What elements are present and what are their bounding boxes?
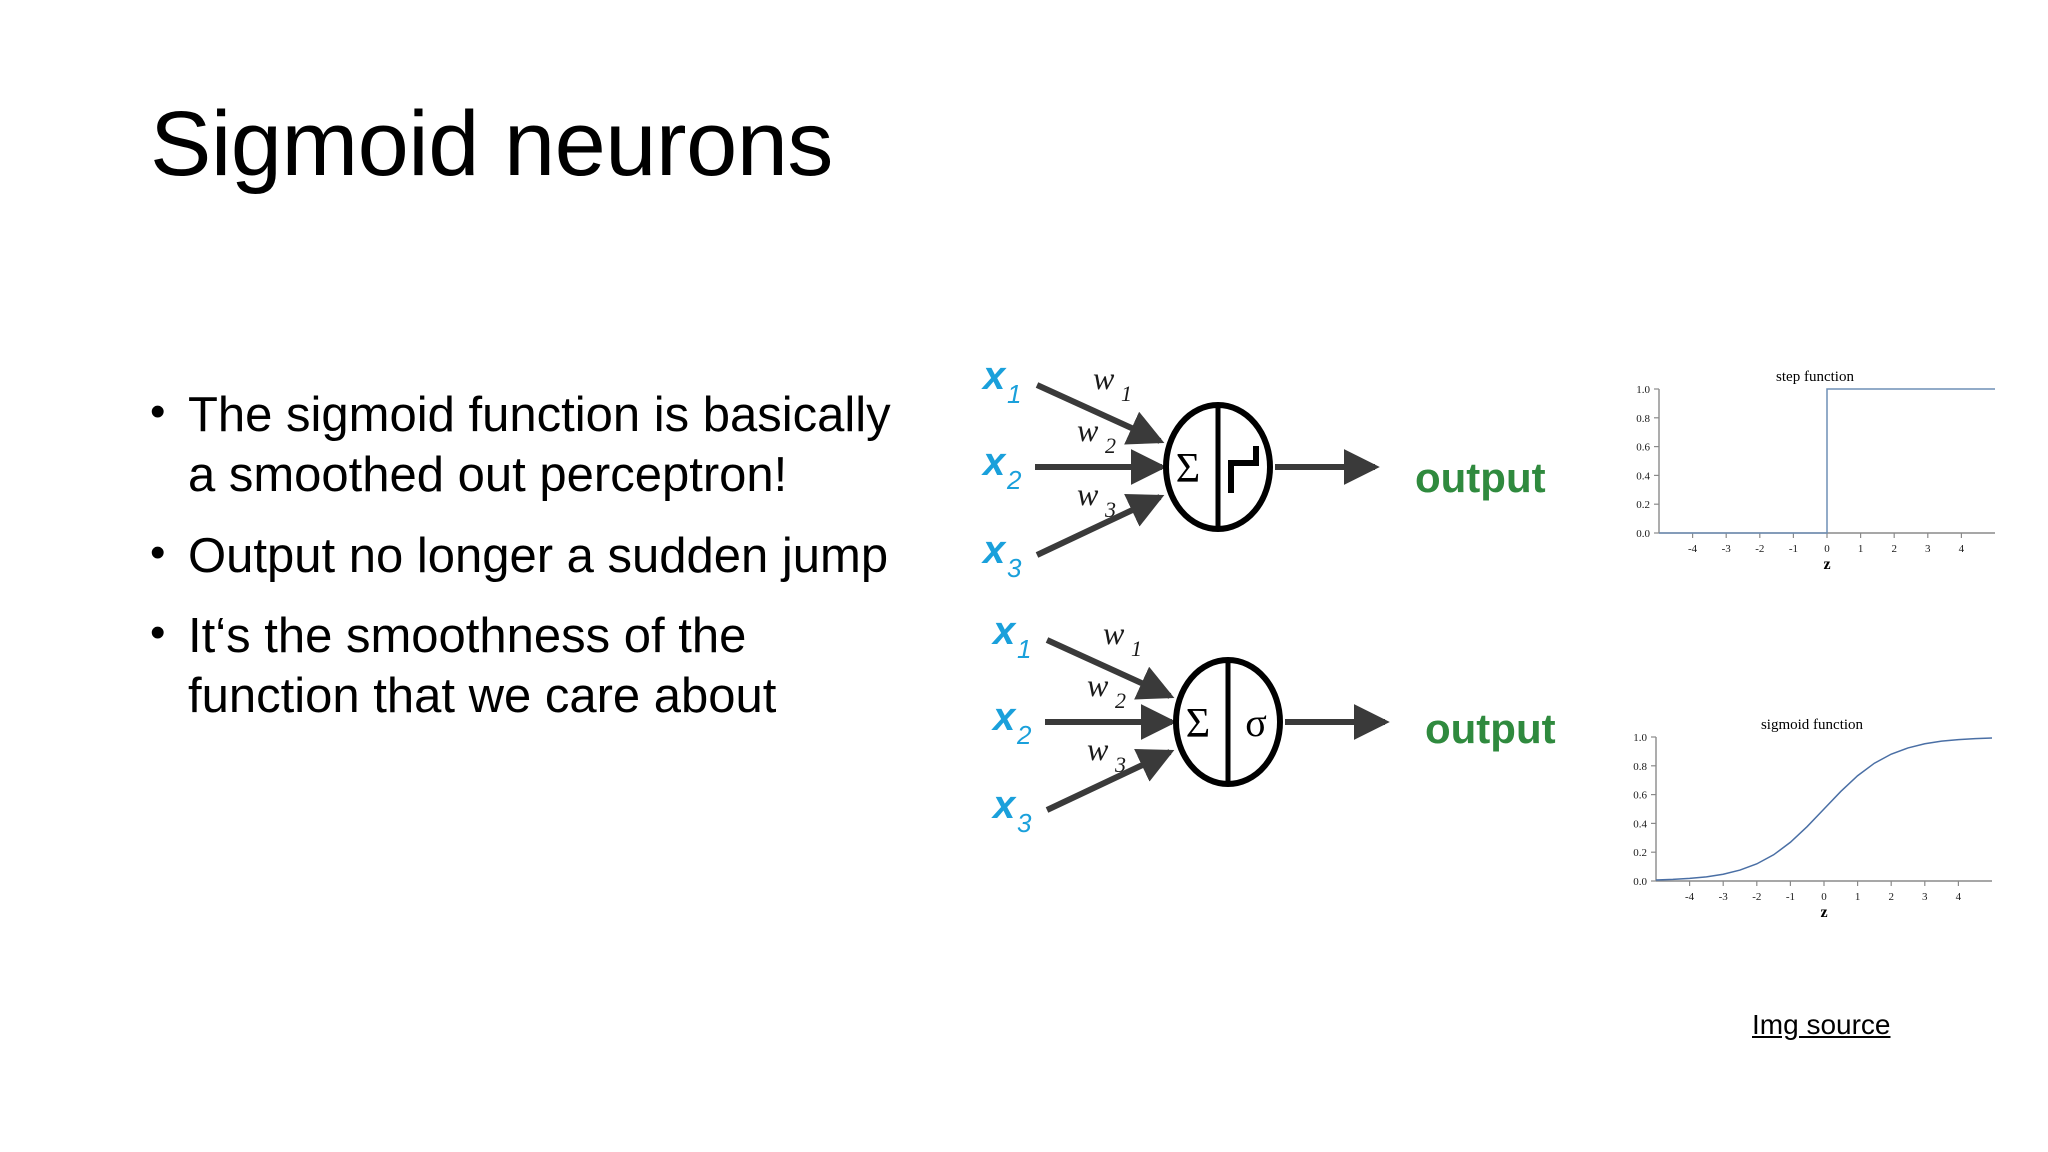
x-tick-label: 1	[1855, 891, 1861, 903]
y-tick-label: 0.6	[1636, 442, 1650, 454]
x-tick-label: -1	[1789, 543, 1798, 555]
list-item: • It‘s the smoothness of the function th…	[150, 606, 910, 727]
weight-arrow-3	[1045, 749, 1175, 813]
step-function-glyph	[1228, 446, 1259, 493]
img-source-link[interactable]: Img source	[1752, 1009, 1891, 1040]
chart-title: step function	[1776, 369, 1854, 385]
input-label-x2: x	[991, 695, 1017, 739]
input-label-x2: x	[981, 440, 1007, 484]
sigmoid-neuron-diagram: x 1 x 2 x 3 w 1 w 2 w 3 Σ σ	[985, 600, 1565, 850]
x-tick-label: -3	[1719, 891, 1729, 903]
weight-sub-2: 2	[1115, 688, 1126, 713]
y-tick-label: 0.4	[1633, 818, 1647, 830]
x-tick-group: -4 -3 -2 -1 0 1 2 3 4	[1685, 881, 1962, 903]
y-tick-label: 0.8	[1633, 761, 1647, 773]
bullet-text: It‘s the smoothness of the function that…	[188, 608, 777, 724]
x-tick-label: 2	[1891, 543, 1897, 555]
summation-symbol: Σ	[1186, 701, 1210, 747]
x-tick-label: 1	[1858, 543, 1864, 555]
bullet-marker-icon: •	[150, 387, 166, 436]
bullet-list: • The sigmoid function is basically a sm…	[150, 385, 910, 746]
input-label-x3: x	[981, 528, 1007, 572]
input-label-x1: x	[991, 609, 1017, 653]
y-tick-group: 0.0 0.2 0.4 0.6 0.8 1.0	[1636, 384, 1659, 540]
weight-label-w2: w	[1077, 412, 1099, 448]
list-item: • Output no longer a sudden jump	[150, 526, 910, 586]
y-tick-group: 0.0 0.2 0.4 0.6 0.8 1.0	[1633, 732, 1656, 888]
x-tick-label: 4	[1956, 891, 1962, 903]
weight-arrow-1	[1035, 382, 1165, 445]
x-tick-label: 0	[1824, 543, 1830, 555]
y-tick-label: 1.0	[1636, 384, 1650, 396]
output-label: output	[1425, 705, 1556, 752]
input-sub-3: 3	[1017, 808, 1032, 838]
summation-symbol: Σ	[1176, 446, 1200, 492]
weight-label-w3: w	[1087, 731, 1109, 767]
weight-sub-1: 1	[1121, 381, 1132, 406]
input-label-x1: x	[981, 354, 1007, 398]
x-tick-label: -2	[1755, 543, 1764, 555]
bullet-text: The sigmoid function is basically a smoo…	[188, 388, 891, 503]
sigmoid-series-line	[1655, 737, 1993, 881]
weight-sub-3: 3	[1104, 497, 1116, 522]
input-sub-3: 3	[1007, 553, 1022, 583]
weight-label-w1: w	[1093, 360, 1115, 396]
bullet-text: Output no longer a sudden jump	[188, 528, 889, 583]
bullet-marker-icon: •	[150, 607, 166, 657]
chart-title: sigmoid function	[1761, 717, 1864, 733]
x-tick-label: -2	[1752, 891, 1761, 903]
list-item: • The sigmoid function is basically a sm…	[150, 385, 910, 506]
bullet-marker-icon: •	[150, 527, 166, 577]
sigmoid-function-chart: sigmoid function 0.0 0.2 0.4 0.6 0.8 1.0 -4 -3…	[1612, 713, 2012, 953]
x-tick-label: 4	[1959, 543, 1965, 555]
weight-label-w2: w	[1087, 667, 1109, 703]
x-tick-label: -4	[1685, 891, 1695, 903]
y-tick-label: 1.0	[1633, 732, 1647, 744]
output-label: output	[1415, 454, 1546, 501]
y-tick-label: 0.6	[1633, 790, 1647, 802]
y-tick-label: 0.4	[1636, 470, 1650, 482]
x-tick-label: 0	[1821, 891, 1827, 903]
x-tick-label: 3	[1922, 891, 1928, 903]
sigma-activation-symbol: σ	[1245, 700, 1267, 745]
weight-label-w1: w	[1103, 615, 1125, 651]
x-tick-label: 2	[1888, 891, 1894, 903]
weight-arrow-3	[1035, 494, 1165, 558]
y-tick-label: 0.0	[1636, 528, 1650, 540]
x-tick-label: -4	[1688, 543, 1698, 555]
step-series-line	[1659, 388, 1995, 534]
page-title: Sigmoid neurons	[150, 93, 833, 195]
y-tick-label: 0.2	[1633, 847, 1647, 859]
input-label-x3: x	[991, 783, 1017, 827]
x-axis-label: z	[1820, 904, 1827, 921]
x-axis-label: z	[1823, 556, 1830, 573]
x-tick-group: -4 -3 -2 -1 0 1 2 3 4	[1688, 533, 1965, 555]
y-tick-label: 0.0	[1633, 876, 1647, 888]
weight-label-w3: w	[1077, 476, 1099, 512]
weight-arrow-1	[1045, 637, 1175, 700]
x-tick-label: 3	[1925, 543, 1931, 555]
input-sub-2: 2	[1016, 720, 1032, 750]
x-tick-label: -1	[1786, 891, 1795, 903]
y-tick-label: 0.2	[1636, 499, 1650, 511]
input-sub-2: 2	[1006, 465, 1022, 495]
y-tick-label: 0.8	[1636, 413, 1650, 425]
weight-sub-2: 2	[1105, 433, 1116, 458]
weight-sub-3: 3	[1114, 752, 1126, 777]
input-sub-1: 1	[1007, 379, 1021, 409]
perceptron-diagram: x 1 x 2 x 3 w 1 w 2 w 3 Σ	[975, 345, 1555, 595]
input-sub-1: 1	[1017, 634, 1031, 664]
weight-sub-1: 1	[1131, 636, 1142, 661]
x-tick-label: -3	[1722, 543, 1732, 555]
